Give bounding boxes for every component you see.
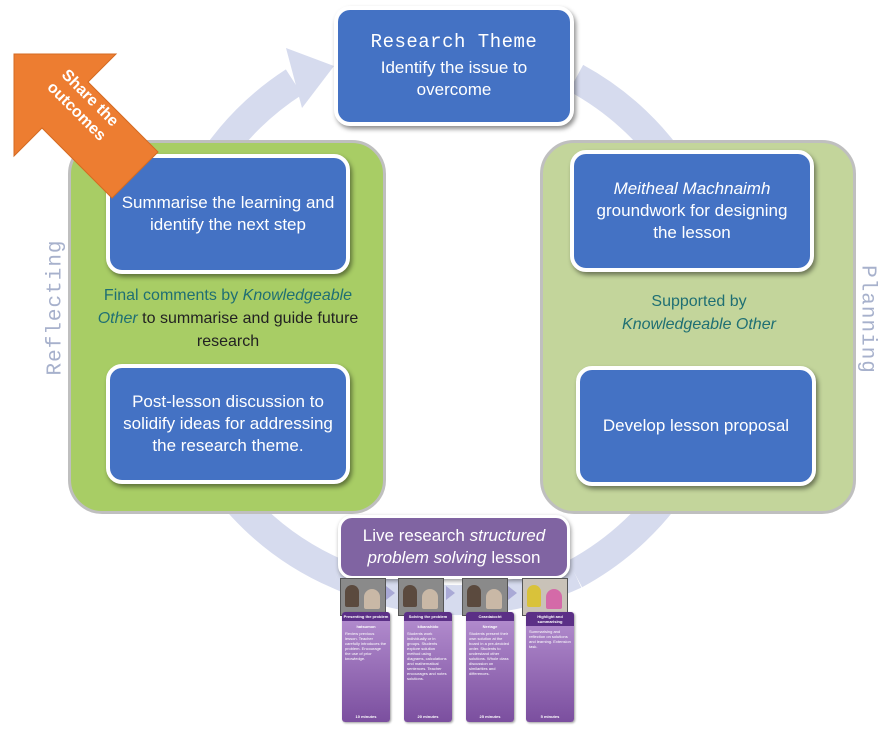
lesson-proposal-box: Develop lesson proposal <box>576 366 816 486</box>
stage-body: Students work individually or in groups.… <box>407 631 447 681</box>
arrow-icon <box>446 586 455 600</box>
planning-label: Planning <box>855 265 879 374</box>
stage-time: 25 minutes <box>479 714 501 719</box>
stage-title: Highlight and summarising <box>526 612 574 626</box>
final-note-suffix: to summarise and guide future research <box>142 310 359 350</box>
reflecting-label: Reflecting <box>44 239 68 376</box>
discussion-text: Post-lesson discussion to solidify ideas… <box>123 392 333 455</box>
support-prefix: Supported by <box>651 293 747 310</box>
stage-time: 10 minutes <box>355 714 377 719</box>
groundwork-box: Meitheal Machnaimh groundwork for design… <box>570 150 814 272</box>
stage-title: Ceardaíocht <box>466 612 514 621</box>
final-comments-note: Final comments by Knowledgeable Other to… <box>82 284 374 353</box>
final-note-prefix: Final comments by <box>103 287 239 304</box>
post-lesson-discussion-box: Post-lesson discussion to solidify ideas… <box>106 364 350 484</box>
research-theme-box: Research Theme Identify the issue to ove… <box>334 6 574 126</box>
groundwork-italic: Meitheal Machnaimh <box>613 179 771 198</box>
stage-card: Ceardaíocht Neriage Students present the… <box>466 612 514 722</box>
stage-time: 20 minutes <box>417 714 439 719</box>
research-theme-text: Identify the issue to overcome <box>380 58 528 99</box>
stage-japanese: Neriage <box>482 624 498 629</box>
stage-japanese: hatsumon <box>356 624 376 629</box>
live-prefix: Live research <box>362 526 465 545</box>
stage-japanese: kikanshido <box>417 624 439 629</box>
groundwork-text: groundwork for designing the lesson <box>596 201 788 242</box>
stage-title: Presenting the problem <box>342 612 390 621</box>
summarise-box: Summarise the learning and identify the … <box>106 154 350 274</box>
arrow-icon <box>386 586 395 600</box>
live-italic: structured problem solving <box>367 526 546 567</box>
support-italic: Knowledgeable Other <box>622 316 776 333</box>
arrow-icon <box>508 586 517 600</box>
stage-card: Solving the problem kikanshido Students … <box>404 612 452 722</box>
stage-time: 5 minutes <box>540 714 560 719</box>
research-theme-title: Research Theme <box>370 31 538 53</box>
supported-by-note: Supported by Knowledgeable Other <box>594 290 804 336</box>
stage-body: Summarising and reflection on solutions … <box>529 629 571 649</box>
share-arrow-icon <box>13 53 159 199</box>
stage-body: Students present their own solution at t… <box>469 631 510 676</box>
stage-card: Presenting the problem hatsumon Review p… <box>342 612 390 722</box>
summarise-text: Summarise the learning and identify the … <box>121 193 335 234</box>
classroom-photo <box>340 578 386 616</box>
final-note-italic: Knowledgeable Other <box>97 287 353 327</box>
live-lesson-box: Live research structured problem solving… <box>338 515 570 579</box>
proposal-text: Develop lesson proposal <box>602 416 790 435</box>
stage-card: Highlight and summarising Summarising an… <box>526 612 574 722</box>
stage-title: Solving the problem <box>404 612 452 621</box>
classroom-photo <box>522 578 568 616</box>
live-suffix: lesson <box>491 548 541 567</box>
stage-body: Review previous lesson. Teacher carefull… <box>345 631 387 661</box>
classroom-photo <box>398 578 444 616</box>
classroom-photo <box>462 578 508 616</box>
